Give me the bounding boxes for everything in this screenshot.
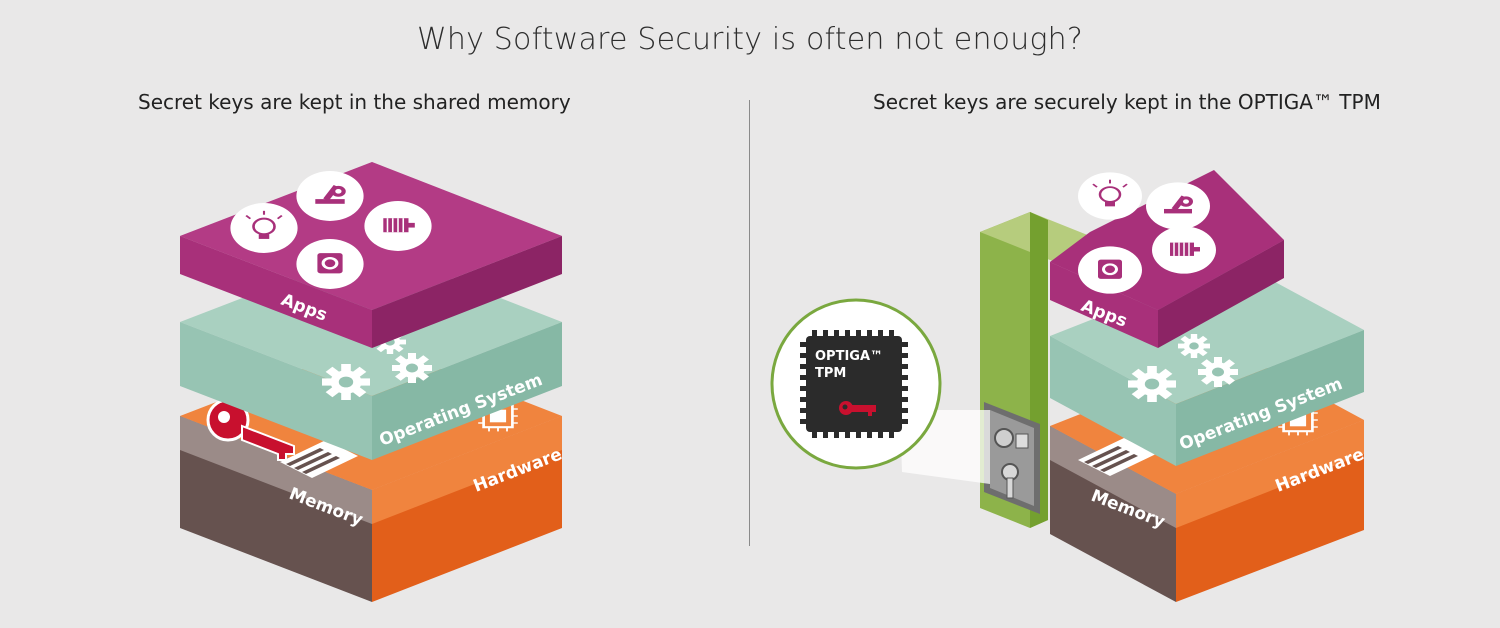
left-heading: Secret keys are kept in the shared memor…: [138, 90, 571, 114]
right-bulb-icon: [1076, 171, 1144, 221]
left-robot-icon: [296, 171, 364, 221]
right-phone-icon: [1078, 246, 1142, 294]
right-motor-icon: [1151, 225, 1217, 275]
chip-key-icon: [839, 401, 876, 416]
page-title: Why Software Security is often not enoug…: [417, 22, 1083, 57]
tpm-magnifier: OPTIGA™ TPM: [770, 298, 942, 470]
right-os-block: [1050, 262, 1364, 466]
tpm-chip: OPTIGA™ TPM: [800, 330, 908, 438]
chip-label-line2: TPM: [815, 366, 846, 381]
left-motor-icon: [363, 200, 433, 252]
right-robot-icon: [1146, 182, 1210, 230]
left-phone-icon: [296, 239, 364, 289]
chip-label-line1: OPTIGA™: [815, 349, 883, 364]
left-bulb-icon: [229, 201, 299, 255]
right-heading: Secret keys are securely kept in the OPT…: [873, 90, 1381, 114]
right-stack: OPTIGA™ TPM Apps Operating System Memory…: [770, 170, 1367, 602]
left-stack: Apps Operating System Memory Hardware: [180, 162, 565, 602]
center-divider: [749, 100, 750, 546]
vault-icon: [984, 402, 1040, 514]
left-key-icon: [206, 398, 295, 461]
